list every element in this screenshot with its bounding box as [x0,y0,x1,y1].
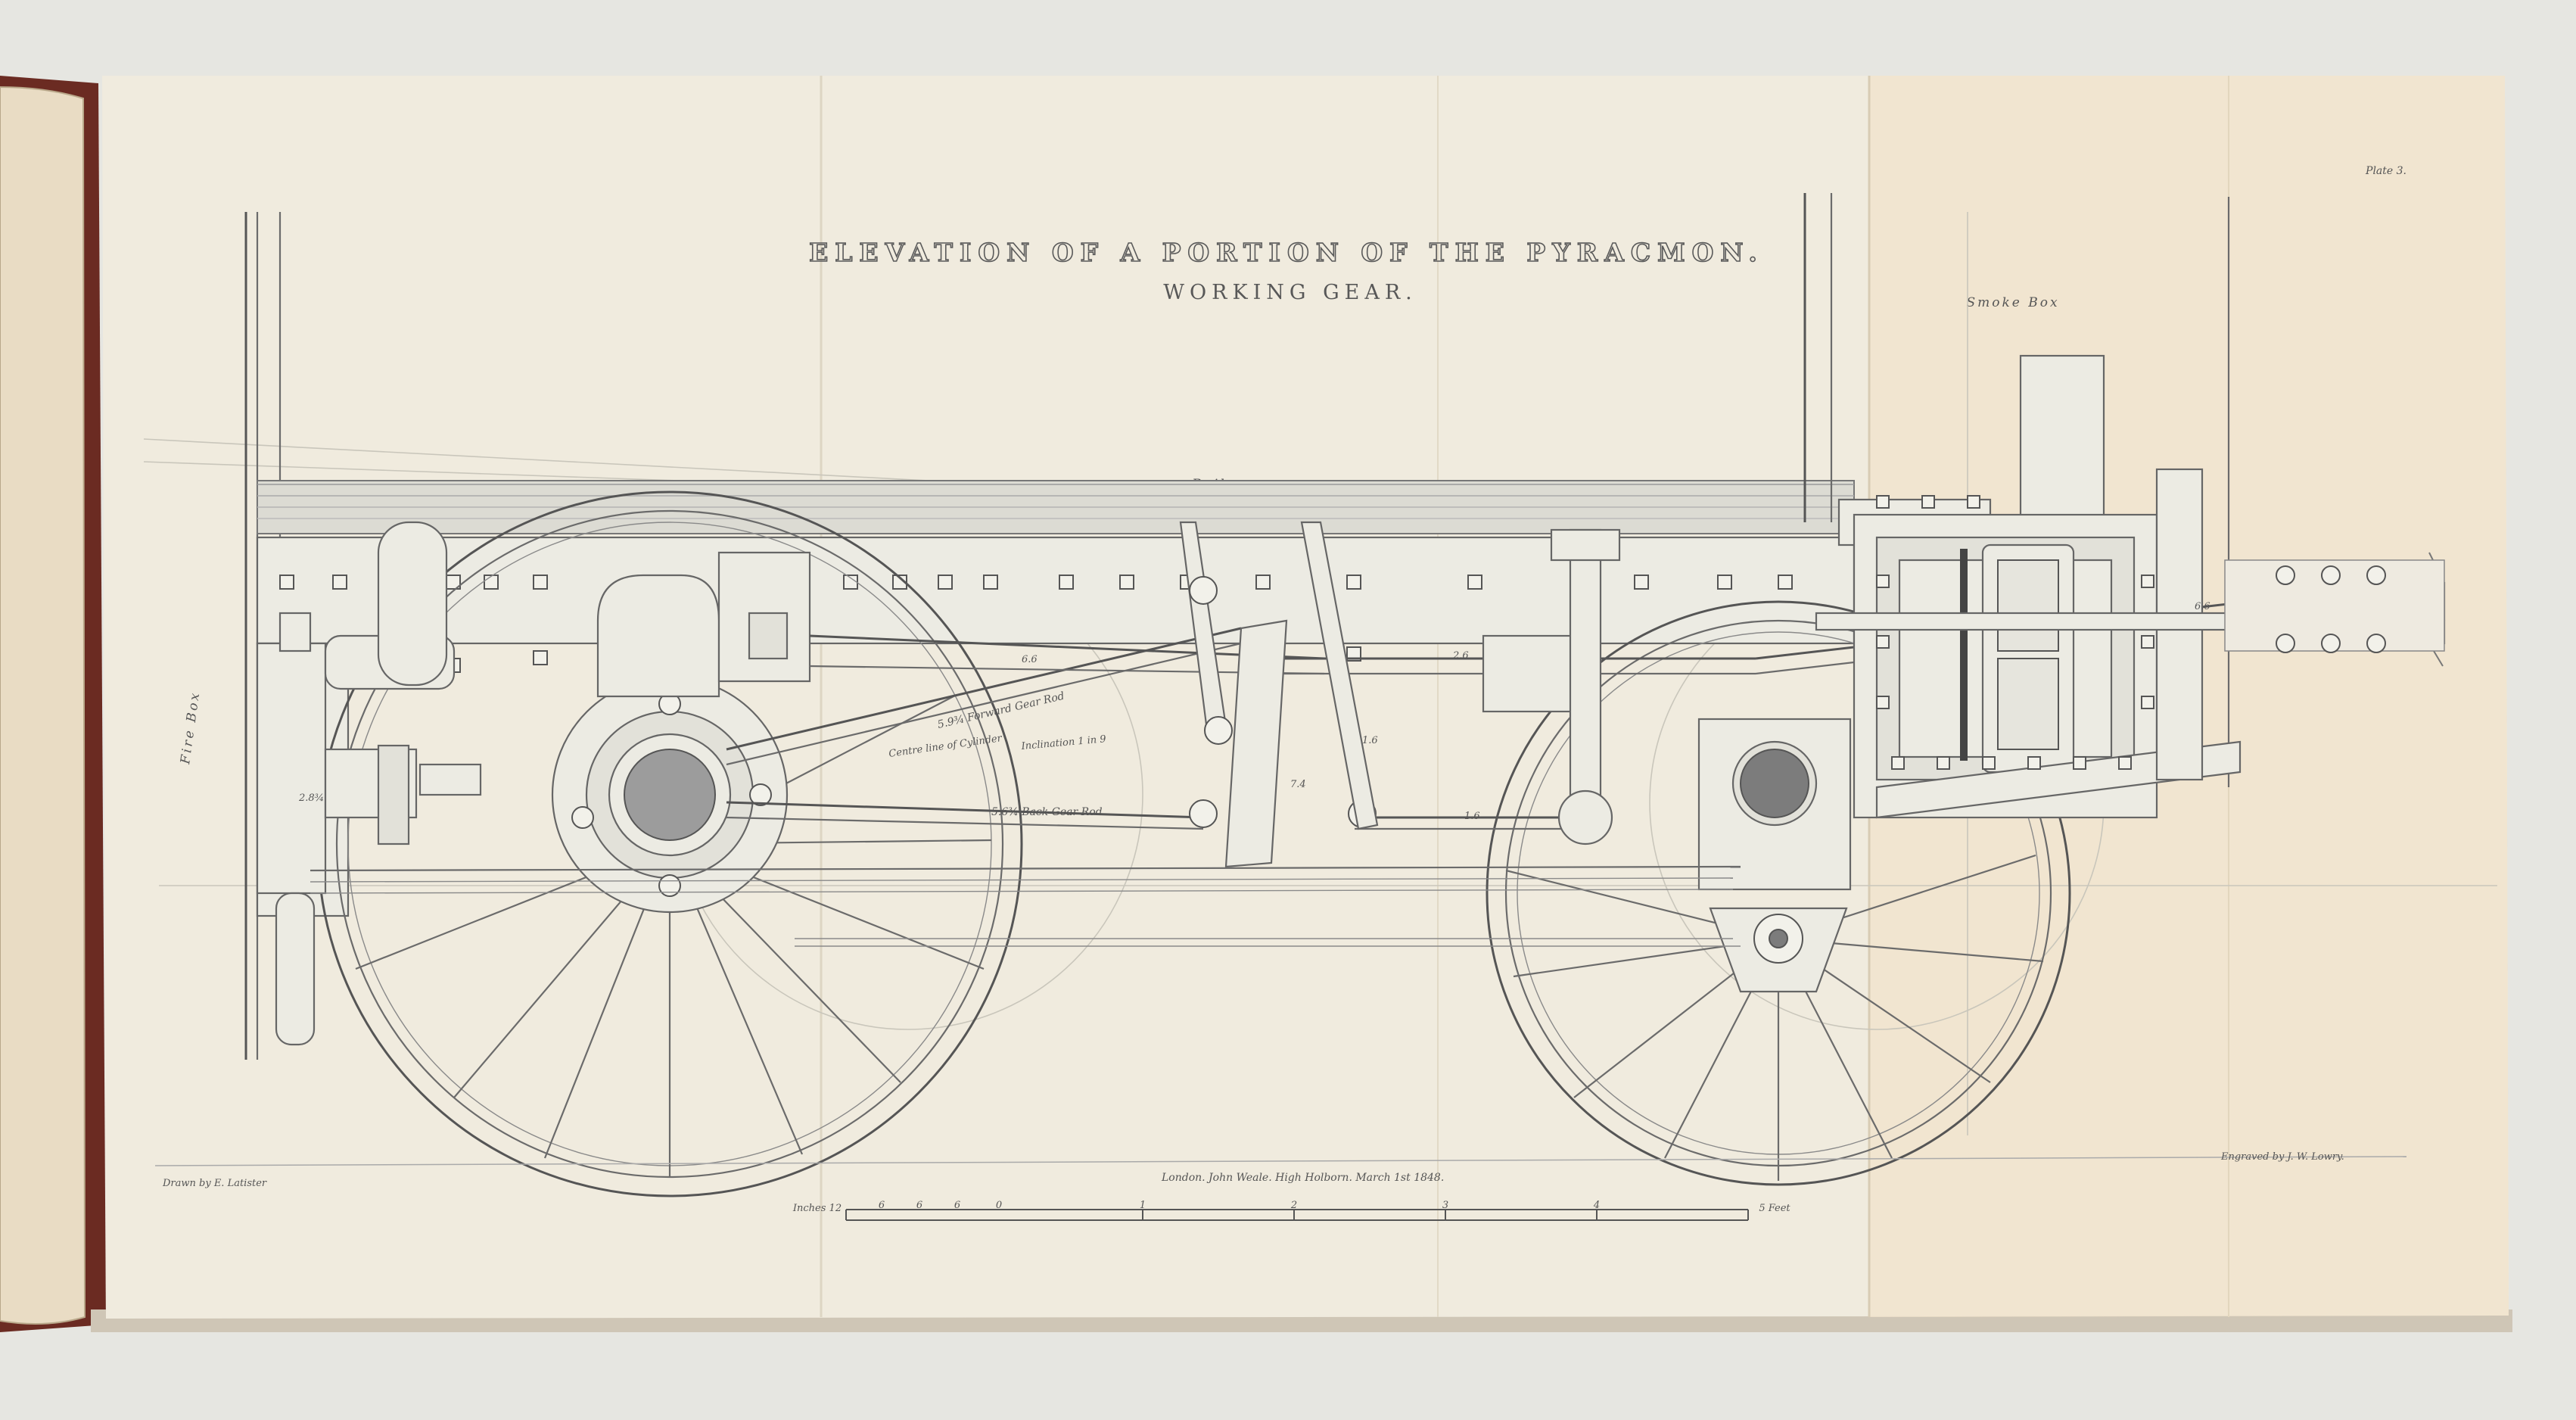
scale-bar [845,1209,1749,1221]
eccentric-dim-label: 2.8¾ [298,793,324,804]
dimension-label: 1.6 [1362,735,1378,746]
driving-wheel-right [1486,600,2071,1186]
dimension-label: 1.6 [1464,811,1480,822]
smoke-box-label: Smoke Box [1966,295,2059,310]
drawn-by-credit: Drawn by E. Latister [162,1178,267,1189]
pump-rod [1569,528,1602,819]
dimension-label: 2.6 [1452,650,1469,662]
locomotive-drawing [143,193,2497,1197]
scale-tick-label: 0 [996,1200,1002,1211]
dimension-label: 6.6 [2195,601,2210,612]
left-page [0,86,86,1325]
scale-tick-label: 4 [1593,1200,1600,1211]
plate-title: ELEVATION OF A PORTION OF THE PYRACMON. [809,238,1764,267]
scale-left-label: Inches 12 [792,1203,842,1214]
smoke-box-bolts [1876,495,2154,770]
plate-subtitle: WORKING GEAR. [1163,281,1417,304]
plate-number: Plate 3. [2365,165,2406,177]
back-gear-rod-label: 5.6¾ Back Gear Rod [991,806,1103,818]
publisher-credit: London. John Weale. High Holborn. March … [1161,1172,1444,1184]
scale-tick-label: 6 [916,1200,922,1211]
steam-pipe [596,574,720,698]
dimension-label: 7.4 [1290,779,1306,790]
plate-border [154,1156,2407,1166]
engraved-by-credit: Engraved by J. W. Lowry. [2220,1151,2344,1163]
scale-tick-label: 1 [1140,1200,1146,1211]
scale-tick-label: 3 [1442,1200,1448,1211]
reversing-links [1179,521,1576,868]
feed-pump [256,521,482,1046]
dimension-label: 6.6 [1022,654,1038,665]
crank-axle [551,676,789,914]
scale-right-label: 5 Feet [1759,1203,1790,1214]
scale-tick-label: 2 [1290,1200,1297,1211]
scale-tick-label: 6 [954,1200,960,1211]
scale-tick-label: 6 [879,1200,885,1211]
